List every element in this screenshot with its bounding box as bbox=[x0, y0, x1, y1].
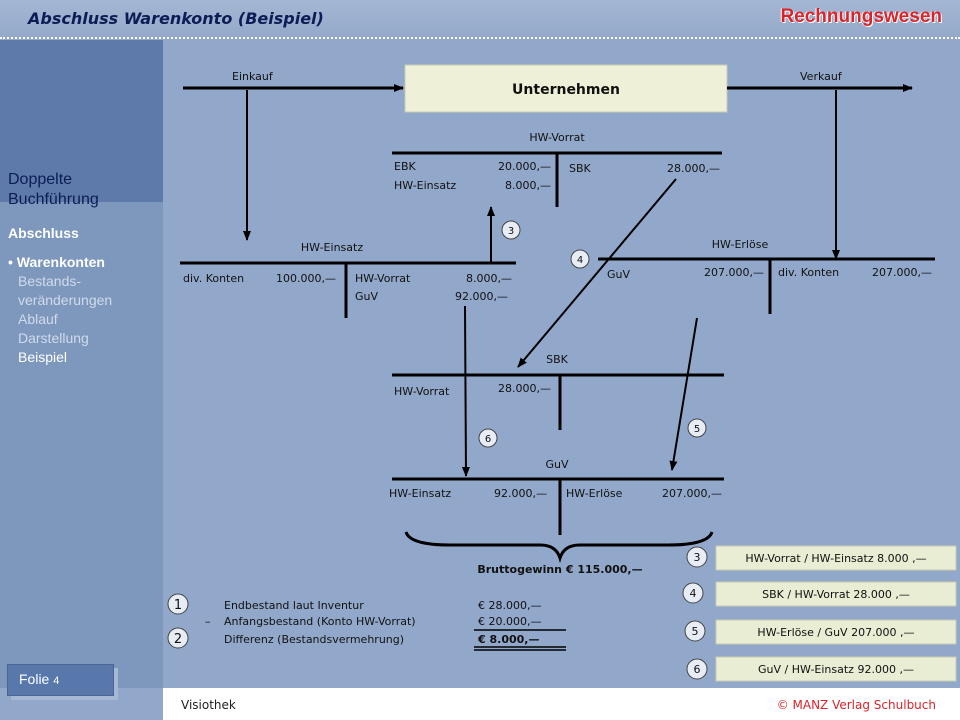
sidebar bbox=[0, 40, 163, 688]
svg-text:6: 6 bbox=[485, 434, 491, 445]
sidebar-band bbox=[0, 40, 163, 202]
marker-3: 3 bbox=[501, 220, 521, 240]
arrow-6 bbox=[461, 305, 470, 477]
unternehmen-label: Unternehmen bbox=[512, 82, 620, 98]
entry-label: HW-Einsatz bbox=[389, 487, 451, 500]
booking-text: SBK / HW-Vorrat 28.000 ,— bbox=[762, 588, 910, 601]
step-circle-1 bbox=[167, 593, 189, 615]
marker-4: 4 bbox=[570, 249, 590, 269]
svg-text:5: 5 bbox=[694, 424, 700, 435]
entry-label: GuV bbox=[355, 290, 378, 303]
booking-text: HW-Erlöse / GuV 207.000 ,— bbox=[757, 626, 914, 639]
header-divider bbox=[0, 37, 960, 39]
nav-item-darstellung[interactable]: Darstellung bbox=[18, 330, 89, 346]
svg-text:3: 3 bbox=[694, 551, 701, 564]
entry-amount: 28.000,— bbox=[667, 162, 720, 175]
entry-label: HW-Vorrat bbox=[355, 272, 411, 285]
curly-brace bbox=[404, 531, 714, 564]
calc-row-2-amount: € 20.000,— bbox=[478, 615, 541, 628]
entry-amount: 20.000,— bbox=[498, 160, 551, 173]
footer-copyright: © MANZ Verlag Schulbuch bbox=[776, 698, 936, 712]
entry-label: HW-Einsatz bbox=[394, 179, 456, 192]
folie-label: Folie bbox=[19, 671, 50, 687]
calc-row-3-label: Differenz (Bestandsvermehrung) bbox=[224, 633, 404, 646]
entry-amount: 92.000,— bbox=[455, 290, 508, 303]
entry-label: HW-Erlöse bbox=[566, 487, 623, 500]
svg-text:5: 5 bbox=[692, 625, 699, 638]
entry-amount: 207.000,— bbox=[872, 266, 932, 279]
booking-text: HW-Vorrat / HW-Einsatz 8.000 ,— bbox=[745, 552, 926, 565]
booking-row: 3 HW-Vorrat / HW-Einsatz 8.000 ,— bbox=[686, 545, 957, 571]
slide-title: Abschluss Warenkonto (Beispiel) bbox=[28, 9, 324, 28]
bruttogewinn-label: Bruttogewinn € 115.000,— bbox=[477, 563, 642, 576]
calc-row-2-sign: – bbox=[205, 615, 211, 628]
booking-row: 4 SBK / HW-Vorrat 28.000 ,— bbox=[682, 581, 957, 607]
nav-item-warenkonten[interactable]: Warenkonten bbox=[8, 253, 163, 272]
marker-6: 6 bbox=[478, 428, 498, 448]
calc-row-2-label: Anfangsbestand (Konto HW-Vorrat) bbox=[224, 615, 416, 628]
einkauf-label: Einkauf bbox=[232, 70, 274, 83]
t-account-guv: GuV HW-Einsatz 92.000,— HW-Erlöse 207.00… bbox=[389, 458, 724, 535]
svg-text:4: 4 bbox=[577, 255, 583, 266]
arrow-4 bbox=[517, 178, 677, 368]
entry-amount: 207.000,— bbox=[704, 266, 764, 279]
calc-row-3-amount: € 8.000,— bbox=[477, 633, 539, 646]
svg-text:1: 1 bbox=[174, 598, 182, 613]
svg-text:6: 6 bbox=[694, 663, 701, 676]
account-title: GuV bbox=[545, 458, 568, 471]
header-bar: Abschluss Warenkonto (Beispiel) Rechnung… bbox=[0, 0, 960, 40]
footer: Visiothek © MANZ Verlag Schulbuch bbox=[163, 688, 960, 720]
entry-label: GuV bbox=[607, 268, 630, 281]
t-account-sbk: SBK HW-Vorrat 28.000,— bbox=[392, 353, 724, 430]
folie-number: 4 bbox=[53, 675, 60, 687]
entry-amount: 207.000,— bbox=[662, 487, 722, 500]
entry-label: EBK bbox=[394, 160, 416, 173]
nav-item-veraenderungen[interactable]: veränderungen bbox=[18, 292, 113, 308]
entry-amount: 8.000,— bbox=[505, 179, 551, 192]
calc-row-1-label: Endbestand laut Inventur bbox=[224, 599, 364, 612]
nav-item-beispiel[interactable]: Beispiel bbox=[18, 349, 68, 365]
footer-visiothek: Visiothek bbox=[181, 698, 236, 712]
svg-text:3: 3 bbox=[508, 226, 514, 237]
account-title: HW-Vorrat bbox=[529, 131, 585, 144]
entry-label: HW-Vorrat bbox=[394, 385, 450, 398]
entry-amount: 8.000,— bbox=[466, 272, 512, 285]
entry-label: div. Konten bbox=[183, 272, 244, 285]
entry-amount: 28.000,— bbox=[498, 382, 551, 395]
arrow-5 bbox=[669, 317, 698, 471]
booking-text: GuV / HW-Einsatz 92.000 ,— bbox=[758, 663, 914, 676]
t-account-hw-einsatz: HW-Einsatz div. Konten 100.000,— HW-Vorr… bbox=[180, 241, 516, 318]
svg-text:4: 4 bbox=[690, 587, 697, 600]
slide-number-badge: Folie 4 bbox=[7, 664, 114, 696]
nav-item-bestands[interactable]: Bestands- bbox=[18, 273, 82, 289]
step-circle-2 bbox=[167, 627, 189, 649]
sidebar-title: Doppelte Buchführung bbox=[8, 171, 99, 208]
sidebar-section[interactable]: Abschluss bbox=[8, 225, 79, 241]
entry-label: div. Konten bbox=[778, 266, 839, 279]
t-account-hw-vorrat: HW-Vorrat EBK 20.000,— HW-Einsatz 8.000,… bbox=[392, 131, 722, 207]
calc-row-1-amount: € 28.000,— bbox=[478, 599, 541, 612]
entry-label: SBK bbox=[569, 162, 592, 175]
t-account-hw-erloese: HW-Erlöse GuV 207.000,— div. Konten 207.… bbox=[598, 238, 935, 314]
svg-text:2: 2 bbox=[174, 632, 182, 647]
marker-5: 5 bbox=[687, 418, 707, 438]
account-title: HW-Erlöse bbox=[712, 238, 769, 251]
calc-block: 1 2 Endbestand laut Inventur € 28.000,— … bbox=[167, 593, 566, 651]
account-title: HW-Einsatz bbox=[301, 241, 363, 254]
verkauf-label: Verkauf bbox=[800, 70, 843, 83]
account-title: SBK bbox=[546, 353, 569, 366]
nav-item-ablauf[interactable]: Ablauf bbox=[18, 311, 58, 327]
booking-row: 5 HW-Erlöse / GuV 207.000 ,— bbox=[684, 619, 957, 645]
unternehmen-box bbox=[404, 64, 728, 113]
sidebar-nav: Warenkonten Bestands- veränderungen Abla… bbox=[8, 253, 163, 367]
entry-amount: 100.000,— bbox=[276, 272, 336, 285]
booking-row: 6 GuV / HW-Einsatz 92.000 ,— bbox=[686, 656, 957, 682]
entry-amount: 92.000,— bbox=[494, 487, 547, 500]
diagram-canvas: Einkauf Verkauf Unternehmen HW-Vorrat EB… bbox=[167, 64, 957, 682]
brand-logo: Rechnungswesen bbox=[780, 6, 942, 27]
